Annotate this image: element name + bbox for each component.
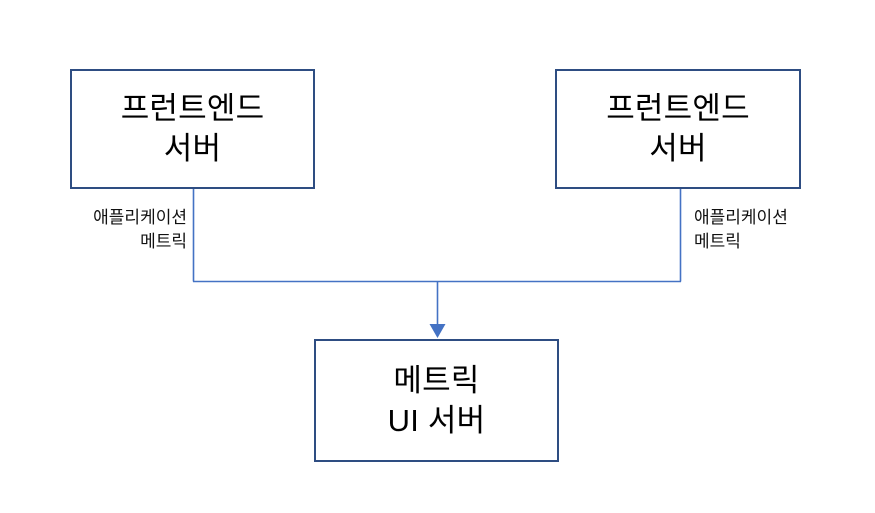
node-frontend-server-left-label: 프런트엔드 서버	[120, 91, 265, 166]
arrowhead-icon	[429, 324, 446, 338]
edge-label-application-metrics-left: 애플리케이션 메트릭	[93, 208, 187, 252]
node-frontend-server-right[interactable]: 프런트엔드 서버	[555, 69, 801, 189]
node-metrics-ui-server[interactable]: 메트릭 UI 서버	[314, 339, 559, 462]
node-frontend-server-left[interactable]: 프런트엔드 서버	[70, 69, 315, 189]
node-frontend-server-right-label: 프런트엔드 서버	[606, 91, 750, 166]
node-metrics-ui-server-label: 메트릭 UI 서버	[387, 362, 486, 438]
edge-label-application-metrics-right: 애플리케이션 메트릭	[694, 208, 788, 252]
